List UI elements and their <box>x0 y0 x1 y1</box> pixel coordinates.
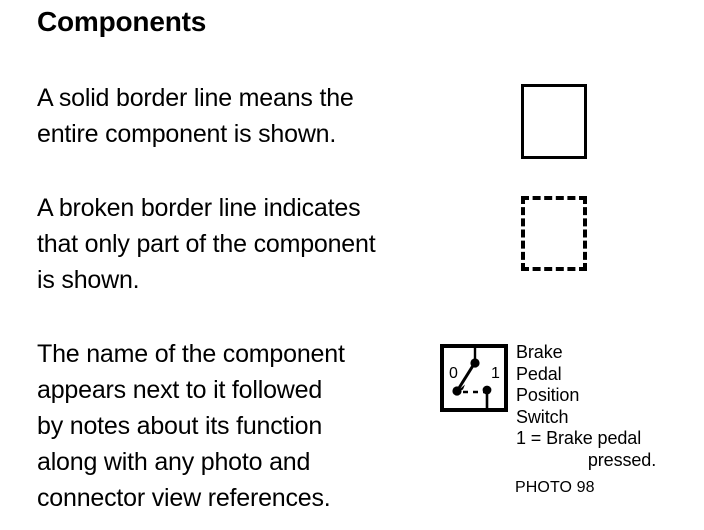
component-function-note: 1 = Brake pedal pressed. <box>516 428 704 471</box>
switch-schematic-icon: 0 1 <box>449 348 500 408</box>
paragraph-broken-border: A broken border line indicates that only… <box>37 194 376 294</box>
solid-border-sample-box <box>521 84 587 159</box>
photo-reference: PHOTO 98 <box>515 479 595 496</box>
component-note-line-1: 1 = Brake pedal <box>516 428 642 448</box>
component-note-line-2: pressed. <box>587 449 657 470</box>
switch-label-0: 0 <box>449 365 458 382</box>
page-title: Components <box>37 6 207 37</box>
paragraph-component-naming: The name of the component appears next t… <box>37 340 345 512</box>
brake-pedal-switch-symbol: 0 1 <box>440 344 508 412</box>
switch-label-1: 1 <box>491 365 500 382</box>
component-name-label: Brake Pedal Position Switch <box>516 342 580 427</box>
paragraph-solid-border: A solid border line means the entire com… <box>37 84 354 148</box>
broken-border-sample-box <box>521 196 587 271</box>
